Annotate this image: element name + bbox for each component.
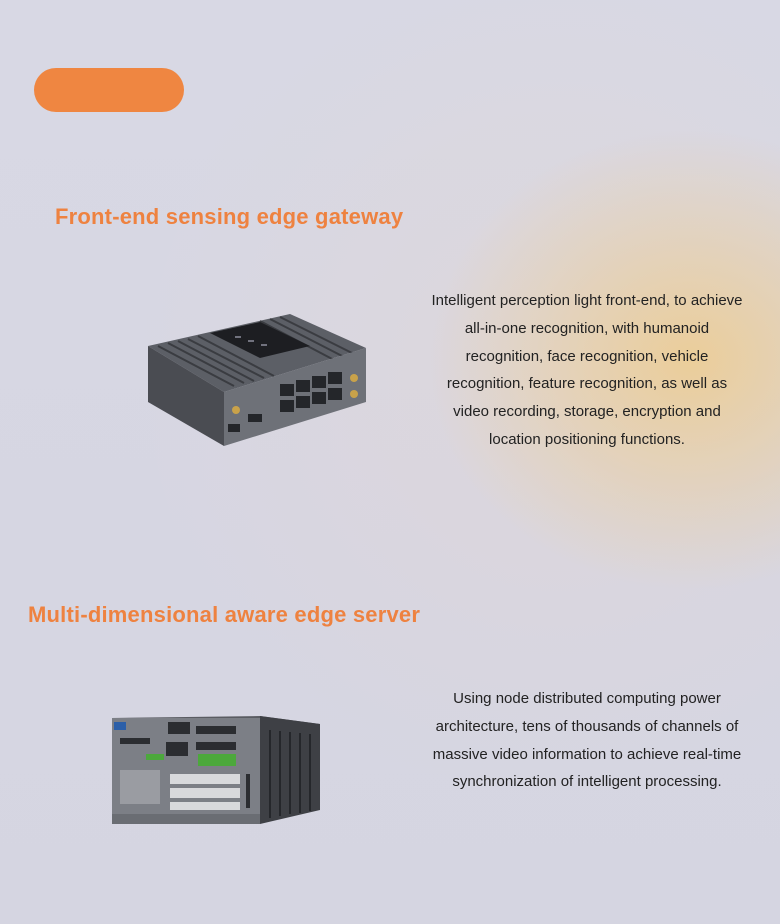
- tag-pill[interactable]: [34, 68, 184, 112]
- section-description-gateway: Intelligent perception light front-end, …: [431, 292, 743, 448]
- section-title-server: Multi-dimensional aware edge server: [28, 602, 421, 627]
- section-title-gateway: Front-end sensing edge gateway: [55, 204, 404, 229]
- edge-server-image: [112, 716, 320, 824]
- section-description-server: Using node distributed computing power a…: [432, 690, 742, 791]
- edge-gateway-image: [148, 314, 366, 446]
